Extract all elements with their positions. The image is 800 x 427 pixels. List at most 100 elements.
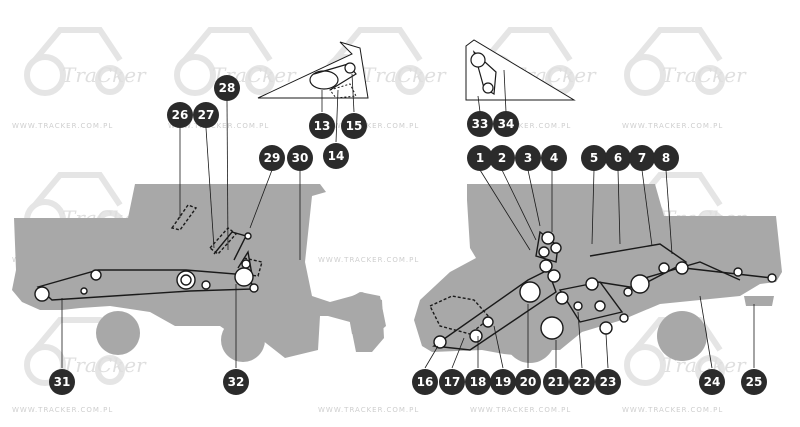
leader-lines-left (61, 100, 301, 368)
callout-7: 7 (629, 145, 655, 171)
callout-label: 3 (524, 151, 532, 165)
pulley (433, 335, 447, 349)
front-wheel-left (96, 311, 140, 355)
pulley (249, 283, 259, 293)
pulley (180, 274, 192, 286)
watermark-logo: TraCker (362, 63, 447, 87)
pulley (767, 273, 777, 283)
pulley (34, 286, 50, 302)
pulley (540, 316, 564, 340)
callout-13: 13 (309, 113, 335, 139)
callout-label: 20 (520, 375, 537, 389)
callout-label: 13 (314, 119, 331, 133)
leader-lines-right (424, 169, 755, 369)
header-tip-right (744, 296, 774, 306)
callout-label: 19 (495, 375, 512, 389)
callout-31: 31 (49, 369, 75, 395)
pulley (675, 261, 689, 275)
callout-33: 33 (467, 111, 493, 137)
callout-label: 7 (638, 151, 646, 165)
callout-label: 24 (704, 375, 721, 389)
watermark-logo: TraCker (62, 353, 147, 377)
callout-2: 2 (489, 145, 515, 171)
pulley (623, 287, 633, 297)
pulley (241, 259, 251, 269)
pulley (550, 242, 562, 254)
spreader-guard-left (346, 292, 386, 338)
pulley (547, 269, 561, 283)
callout-34: 34 (493, 111, 519, 137)
callout-label: 8 (662, 151, 670, 165)
callout-label: 21 (548, 375, 565, 389)
callout-label: 29 (264, 151, 281, 165)
callout-30: 30 (287, 145, 313, 171)
callout-label: 31 (54, 375, 71, 389)
pulley (585, 277, 599, 291)
callout-label: 25 (746, 375, 763, 389)
callout-label: 18 (470, 375, 487, 389)
callout-24: 24 (699, 369, 725, 395)
watermark-url: WWW.TRACKER.COM.PL (622, 122, 723, 130)
watermark-url: WWW.TRACKER.COM.PL (318, 122, 419, 130)
pulley (539, 259, 553, 273)
pulley (630, 274, 650, 294)
callout-label: 1 (476, 151, 484, 165)
callout-label: 23 (600, 375, 617, 389)
combine-right-side (414, 169, 782, 369)
watermark-url: WWW.TRACKER.COM.PL (318, 406, 419, 414)
watermark-url: WWW.TRACKER.COM.PL (12, 406, 113, 414)
pulley (599, 321, 613, 335)
front-wheel-right (657, 311, 707, 361)
watermark-logo: TraCker (662, 63, 747, 87)
callout-label: 33 (472, 117, 489, 131)
callout-18: 18 (465, 369, 491, 395)
watermark-url: WWW.TRACKER.COM.PL (168, 122, 269, 130)
callout-label: 34 (498, 117, 515, 131)
callout-label: 22 (574, 375, 591, 389)
callout-label: 30 (292, 151, 309, 165)
callout-label: 6 (614, 151, 622, 165)
pulley (658, 262, 670, 274)
inset-detail-13-15 (257, 41, 369, 143)
callout-23: 23 (595, 369, 621, 395)
pulleys-right (433, 231, 777, 349)
callout-21: 21 (543, 369, 569, 395)
callout-27: 27 (193, 102, 219, 128)
callout-label: 5 (590, 151, 598, 165)
pulley (619, 313, 629, 323)
callout-15: 15 (341, 113, 367, 139)
pulley (482, 316, 494, 328)
combine-left-side (12, 100, 386, 368)
pulley (469, 329, 483, 343)
callout-label: 2 (498, 151, 506, 165)
pulley (234, 267, 254, 287)
watermark-url: WWW.TRACKER.COM.PL (470, 406, 571, 414)
callout-22: 22 (569, 369, 595, 395)
callout-label: 28 (219, 81, 236, 95)
watermark-logo: TraCker (62, 63, 147, 87)
pulley (80, 287, 88, 295)
pulley (573, 301, 583, 311)
pulley (555, 291, 569, 305)
callout-28: 28 (214, 75, 240, 101)
callout-19: 19 (490, 369, 516, 395)
pulleys-left (34, 232, 259, 302)
pulley (201, 280, 211, 290)
callout-17: 17 (439, 369, 465, 395)
inset-detail-33-34 (465, 39, 576, 113)
watermark-url: WWW.TRACKER.COM.PL (318, 256, 419, 264)
watermark-url: WWW.TRACKER.COM.PL (12, 122, 113, 130)
callout-26: 26 (167, 102, 193, 128)
callout-4: 4 (541, 145, 567, 171)
callout-3: 3 (515, 145, 541, 171)
callout-6: 6 (605, 145, 631, 171)
callout-20: 20 (515, 369, 541, 395)
callout-5: 5 (581, 145, 607, 171)
pulley (244, 232, 252, 240)
callout-29: 29 (259, 145, 285, 171)
pulley (541, 231, 555, 245)
watermark-url: WWW.TRACKER.COM.PL (622, 406, 723, 414)
callout-label: 27 (198, 108, 215, 122)
pulley (733, 267, 743, 277)
